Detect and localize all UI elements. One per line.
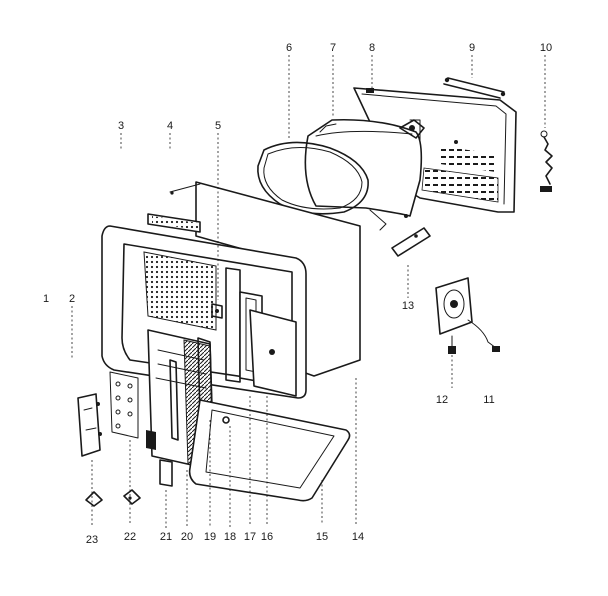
- part-base-frame: [188, 399, 351, 502]
- label-13: 13: [402, 300, 414, 312]
- label-23: 23: [86, 534, 98, 546]
- label-2: 2: [69, 293, 75, 305]
- part-screw-18: [222, 416, 230, 424]
- part-bracket-23: [77, 393, 102, 457]
- label-15: 15: [316, 531, 328, 543]
- label-8: 8: [369, 42, 375, 54]
- label-11: 11: [483, 394, 494, 406]
- label-1: 1: [43, 293, 49, 305]
- part-picture-tube: [304, 118, 425, 231]
- label-7: 7: [330, 42, 336, 54]
- label-10: 10: [540, 42, 552, 54]
- label-3: 3: [118, 120, 124, 132]
- label-14: 14: [352, 531, 364, 543]
- label-16: 16: [261, 531, 273, 543]
- part-key-panel: [109, 371, 139, 439]
- part-speaker: [435, 277, 500, 354]
- label-22: 22: [124, 531, 136, 543]
- part-degauss-coil: [257, 141, 369, 215]
- label-19: 19: [204, 531, 216, 543]
- leader-lines: [71, 55, 546, 528]
- part-side-panel: [239, 291, 297, 397]
- label-21: 21: [160, 531, 172, 543]
- part-knob-5: [211, 303, 223, 319]
- part-cable: [540, 130, 553, 192]
- part-bracket-13: [391, 227, 431, 257]
- part-rods: [443, 77, 506, 99]
- label-20: 20: [181, 531, 193, 543]
- label-6: 6: [286, 42, 292, 54]
- label-4: 4: [167, 120, 173, 132]
- label-9: 9: [469, 42, 475, 54]
- part-labels: 1 2 3 4 5 6 7 8 9 10 11 12 13 14 15 16 1…: [43, 42, 552, 546]
- label-12: 12: [436, 394, 448, 406]
- label-17: 17: [244, 531, 256, 543]
- label-18: 18: [224, 531, 236, 543]
- part-screws: [85, 489, 141, 507]
- label-5: 5: [215, 120, 221, 132]
